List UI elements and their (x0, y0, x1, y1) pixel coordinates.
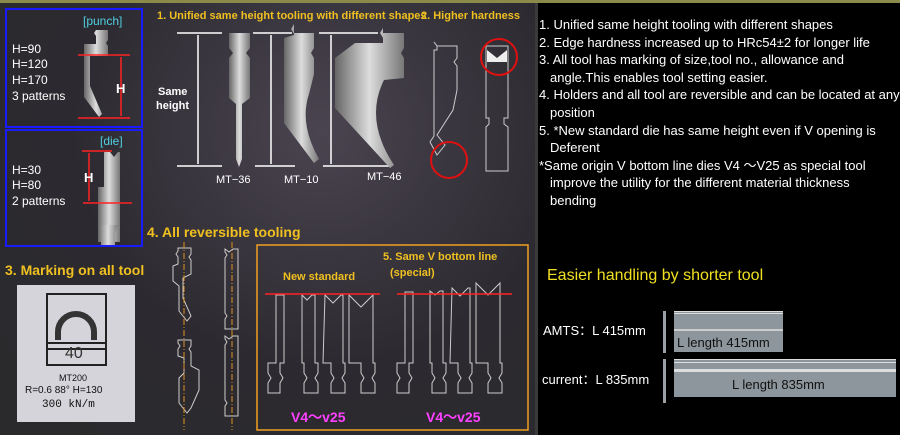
section5-special: (special) (390, 267, 435, 279)
amts-label: AMTS：L 415mm (543, 323, 646, 338)
punch-h: H (116, 81, 126, 96)
mark-spec: R=0.6 88° H=130 (25, 385, 103, 396)
range-left: V4〜v25 (291, 409, 346, 425)
feature-item: 2. Edge hardness increased up to HRc54±2… (539, 34, 870, 50)
feature-panel: 1. Unified same height tooling with diff… (535, 3, 900, 435)
range-right: V4〜v25 (426, 409, 481, 425)
punch-height: H=170 (12, 73, 48, 87)
mt46-tool (335, 28, 404, 168)
die-h: H (84, 170, 94, 185)
section4-title: 4. All reversible tooling (147, 224, 301, 240)
section3-title: 3. Marking on all tool (5, 262, 145, 278)
feature-item: bending (550, 192, 597, 208)
punch-patterns: 3 patterns (12, 89, 66, 103)
current-tool-icon (663, 359, 666, 403)
handling-title: Easier handling by shorter tool (547, 267, 764, 284)
new-standard-label: New standard (283, 271, 356, 283)
feature-item: 4. Holders and all tool are reversible a… (539, 87, 900, 103)
die-box (5, 129, 143, 247)
die-shape (98, 152, 120, 242)
punch-box (5, 8, 143, 128)
mt10-tool (284, 24, 319, 163)
mark-model: MT200 (59, 373, 88, 383)
top-strip (0, 0, 900, 3)
section1-title: 1. Unified same height tooling with diff… (157, 10, 427, 22)
punch-height: H=120 (12, 57, 48, 71)
mark-load: 300 kN/m (42, 399, 95, 411)
model-mt10: MT−10 (284, 174, 319, 186)
same-height-label: height (156, 100, 189, 112)
feature-item: angle.This enables tool setting easier. (550, 69, 768, 85)
current-bar: L length 835mm (674, 359, 896, 397)
mark-number: 40 (65, 345, 83, 362)
feature-item: *Same origin V bottom line dies V4 〜V25 … (539, 157, 866, 173)
mt36-tool (229, 33, 250, 167)
die-height: H=80 (12, 178, 42, 192)
feature-list: 1. Unified same height tooling with diff… (539, 16, 900, 210)
die-height: H=30 (12, 163, 42, 177)
amts-bar-label: L length 415mm (677, 335, 770, 350)
section5-title: 5. Same V bottom line (383, 251, 498, 263)
punch-height: H=90 (12, 42, 42, 56)
section2-title: 2. Higher hardness (421, 10, 521, 22)
tool-marking-label (17, 285, 135, 422)
amts-tool-icon (663, 311, 666, 353)
diagram-panel: [punch] H=90 H=120 H=170 3 patterns H [d… (0, 0, 535, 435)
current-bar-label: L length 835mm (732, 377, 825, 392)
punch-shape (84, 30, 108, 117)
current-label: current：L 835mm (542, 372, 650, 387)
same-height-label: Same (158, 86, 188, 98)
feature-item: 1. Unified same height tooling with diff… (539, 17, 833, 32)
die-label: [die] (100, 134, 123, 148)
v-bottom-box (256, 244, 529, 431)
tooling-drawings (17, 24, 529, 431)
feature-item: 3. All tool has marking of size,tool no.… (539, 52, 844, 68)
feature-item: improve the utility for the different ma… (550, 175, 850, 191)
feature-item: 5. *New standard die has same height eve… (539, 122, 876, 138)
feature-item: Deferent (550, 140, 600, 156)
die-patterns: 2 patterns (12, 194, 66, 208)
amts-bar: L length 415mm (674, 311, 783, 352)
model-mt36: MT−36 (216, 174, 251, 186)
feature-item: position (550, 104, 595, 120)
model-mt46: MT−46 (367, 171, 402, 183)
punch-label: [punch] (83, 14, 123, 28)
